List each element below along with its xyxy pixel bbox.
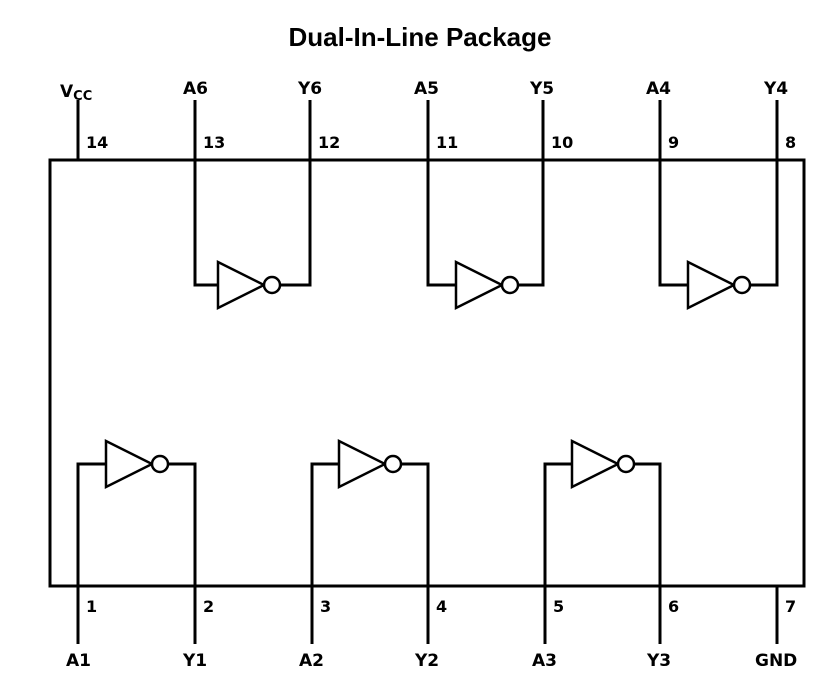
pin-5-number: 5 [553,597,564,616]
pin-8-number: 8 [785,133,796,152]
pin-6-number: 6 [668,597,679,616]
inverter-gate-4 [658,160,779,311]
diagram-title: Dual-In-Line Package [288,22,552,52]
pin-2-number: 2 [203,597,214,616]
pin-13-label: A6 [183,79,208,99]
pin-3-label: A2 [299,651,324,671]
pin-1-label: A1 [66,651,91,671]
inverter-gate-1 [76,438,197,586]
pin-11-label: A5 [414,79,439,99]
inverter-gate-6 [193,160,312,311]
pin-7-label: GND [755,651,797,671]
pin-14-label: VCC [60,82,92,104]
pin-13-number: 13 [203,133,225,152]
pin-4-number: 4 [436,597,447,616]
pin-2-label: Y1 [182,651,207,671]
pin-10-number: 10 [551,133,573,152]
pin-9-label: A4 [646,79,671,99]
pin-12-label: Y6 [297,79,322,99]
pin-11-number: 11 [436,133,458,152]
pin-9-number: 9 [668,133,679,152]
pin-14-number: 14 [86,133,108,152]
pin-10-label: Y5 [529,79,554,99]
pin-3-number: 3 [320,597,331,616]
inverter-gate-3 [543,438,662,586]
pin-5-label: A3 [532,651,557,671]
pin-8-label: Y4 [763,79,788,99]
pin-1-number: 1 [86,597,97,616]
inverter-gate-2 [310,438,430,586]
pin-12-number: 12 [318,133,340,152]
inverter-gate-5 [426,160,545,311]
pin-6-label: Y3 [646,651,671,671]
pin-4-label: Y2 [414,651,439,671]
pin-7-number: 7 [785,597,796,616]
